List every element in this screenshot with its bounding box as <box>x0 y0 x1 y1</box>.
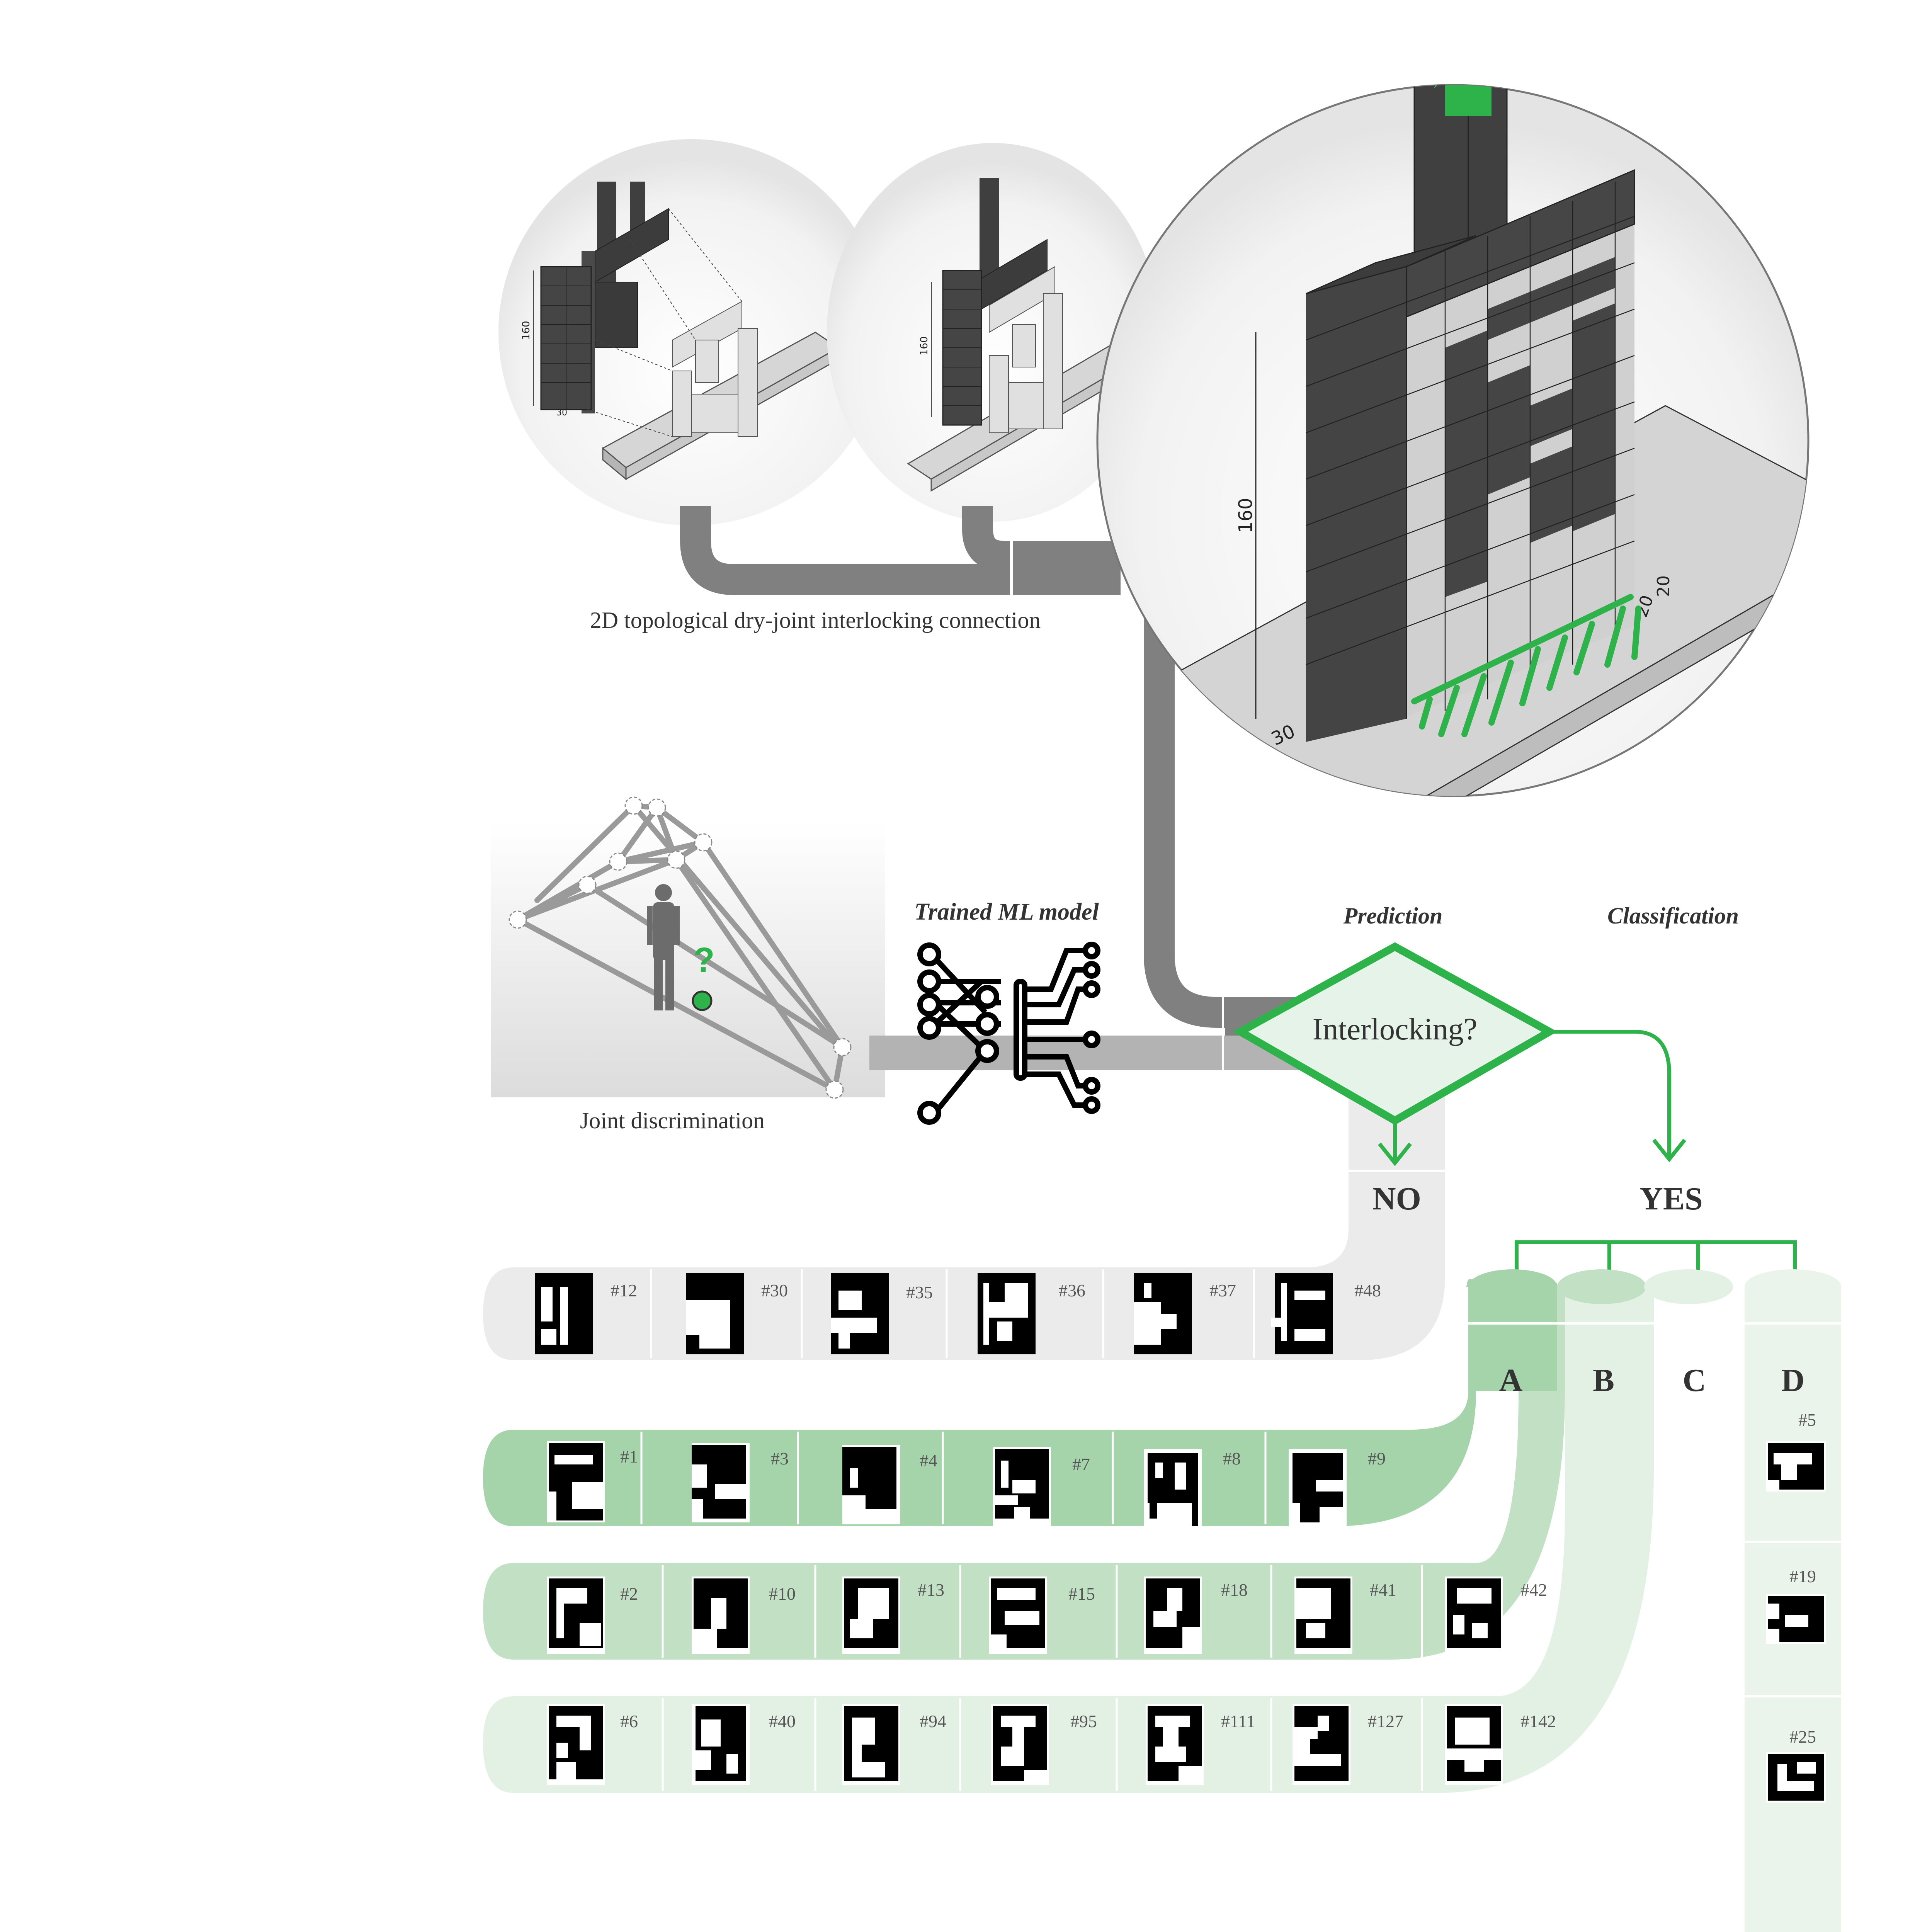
marker-card[interactable]: #36 <box>978 1273 1085 1354</box>
marker-card[interactable]: #37 <box>1134 1273 1236 1354</box>
svg-text:#95: #95 <box>1070 1711 1097 1731</box>
marker-card[interactable]: #3 <box>692 1443 789 1522</box>
svg-text:#18: #18 <box>1221 1580 1248 1600</box>
marker-card[interactable]: #7 <box>993 1447 1090 1528</box>
svg-text:#19: #19 <box>1789 1566 1816 1586</box>
marker-card[interactable]: #1 <box>547 1441 638 1522</box>
model-title: Trained ML model <box>914 899 1099 925</box>
svg-text:#9: #9 <box>1368 1449 1386 1468</box>
svg-text:#7: #7 <box>1072 1454 1090 1474</box>
row-no-markers: #12 #30 #35 #36 #37 #48 <box>535 1273 1381 1354</box>
class-a-label: A <box>1499 1362 1523 1398</box>
svg-text:#4: #4 <box>920 1451 937 1470</box>
marker-card[interactable]: #2 <box>547 1577 638 1654</box>
class-c-label: C <box>1683 1362 1706 1398</box>
marker-card[interactable]: #12 <box>535 1273 637 1354</box>
pipe-top <box>680 506 1275 1028</box>
svg-text:#12: #12 <box>611 1281 637 1300</box>
svg-text:#5: #5 <box>1798 1410 1816 1430</box>
marker-card[interactable]: #30 <box>686 1273 788 1354</box>
assembled-view: 160 <box>827 143 1159 522</box>
svg-text:#6: #6 <box>620 1711 638 1731</box>
svg-text:#111: #111 <box>1221 1711 1255 1731</box>
marker-card[interactable]: #8 <box>1144 1449 1241 1530</box>
class-b-label: B <box>1593 1362 1614 1398</box>
svg-text:#36: #36 <box>1059 1281 1085 1300</box>
marker-card[interactable]: #48 <box>1271 1273 1381 1354</box>
svg-text:#1: #1 <box>620 1447 638 1466</box>
marker-card[interactable]: #10 <box>692 1577 796 1654</box>
svg-text:#30: #30 <box>761 1281 788 1300</box>
connection-caption: 2D topological dry-joint interlocking co… <box>590 607 1041 633</box>
svg-text:#10: #10 <box>769 1584 796 1604</box>
class-d-label: D <box>1781 1362 1805 1398</box>
svg-text:160: 160 <box>1235 498 1257 533</box>
svg-text:#8: #8 <box>1223 1449 1241 1468</box>
target-joint-marker <box>692 990 713 1011</box>
svg-text:#13: #13 <box>918 1580 944 1600</box>
person-silhouette-icon <box>647 884 680 1010</box>
question-mark: ? <box>694 941 715 980</box>
marker-card[interactable]: #94 <box>842 1704 946 1785</box>
svg-text:#15: #15 <box>1068 1584 1095 1604</box>
marker-card[interactable]: #111 <box>1146 1704 1255 1785</box>
marker-card[interactable]: #18 <box>1144 1577 1248 1654</box>
row-c-markers: #6 #40 #94 #95 #111 #127 #142 <box>547 1704 1556 1785</box>
exploded-view-1: 160 30 <box>498 139 885 526</box>
interlock-detail-circle: 160 30 20 20 <box>1096 84 1810 797</box>
row-a-markers: #1 #3 #4 #7 #8 #9 <box>547 1441 1386 1530</box>
fixed-support-hatch <box>1411 594 1641 737</box>
decision-question: Interlocking? <box>1313 1012 1477 1046</box>
marker-card[interactable]: #40 <box>692 1704 796 1785</box>
marker-card[interactable]: #42 <box>1445 1577 1547 1654</box>
svg-text:#142: #142 <box>1520 1711 1556 1731</box>
marker-card[interactable] <box>1766 1752 1826 1803</box>
row-b-band <box>483 1314 1565 1660</box>
svg-text:#40: #40 <box>769 1711 796 1731</box>
svg-text:20: 20 <box>1654 575 1673 597</box>
marker-card[interactable]: #13 <box>842 1577 944 1654</box>
prediction-label: Prediction <box>1343 903 1443 929</box>
svg-text:#127: #127 <box>1368 1711 1403 1731</box>
svg-text:#37: #37 <box>1209 1281 1236 1300</box>
svg-text:#3: #3 <box>771 1449 789 1468</box>
row-b-markers: #2 #10 #13 #15 #18 #41 #42 <box>547 1577 1547 1654</box>
svg-text:30: 30 <box>556 408 567 418</box>
marker-card[interactable]: #127 <box>1293 1704 1403 1785</box>
marker-card[interactable] <box>1766 1441 1826 1492</box>
classification-label: Classification <box>1607 903 1739 929</box>
marker-card[interactable]: #9 <box>1289 1449 1386 1530</box>
marker-card[interactable]: #142 <box>1445 1704 1556 1785</box>
marker-card[interactable]: #41 <box>1294 1577 1396 1654</box>
svg-text:#48: #48 <box>1354 1281 1381 1300</box>
yes-label: YES <box>1639 1181 1702 1217</box>
column-d-markers: #5 #19 #25 <box>1766 1410 1826 1803</box>
marker-card[interactable]: #6 <box>547 1704 638 1785</box>
marker-card[interactable]: #15 <box>989 1577 1095 1654</box>
joint-caption: Joint discrimination <box>580 1108 765 1133</box>
marker-card[interactable]: #35 <box>831 1273 933 1354</box>
svg-text:#35: #35 <box>906 1282 933 1302</box>
circuit-network-icon <box>917 942 1100 1125</box>
joint-discrimination-image: ? <box>491 796 885 1099</box>
svg-text:#25: #25 <box>1789 1727 1816 1747</box>
svg-text:#2: #2 <box>620 1584 638 1604</box>
svg-text:#42: #42 <box>1520 1580 1547 1600</box>
marker-card[interactable]: #95 <box>991 1704 1097 1785</box>
marker-card[interactable] <box>1766 1594 1826 1644</box>
no-label: NO <box>1372 1181 1421 1217</box>
marker-card[interactable]: #4 <box>842 1445 937 1524</box>
svg-text:160: 160 <box>918 336 930 355</box>
svg-text:160: 160 <box>520 321 532 340</box>
svg-text:#41: #41 <box>1370 1580 1396 1600</box>
svg-text:#94: #94 <box>920 1711 946 1731</box>
